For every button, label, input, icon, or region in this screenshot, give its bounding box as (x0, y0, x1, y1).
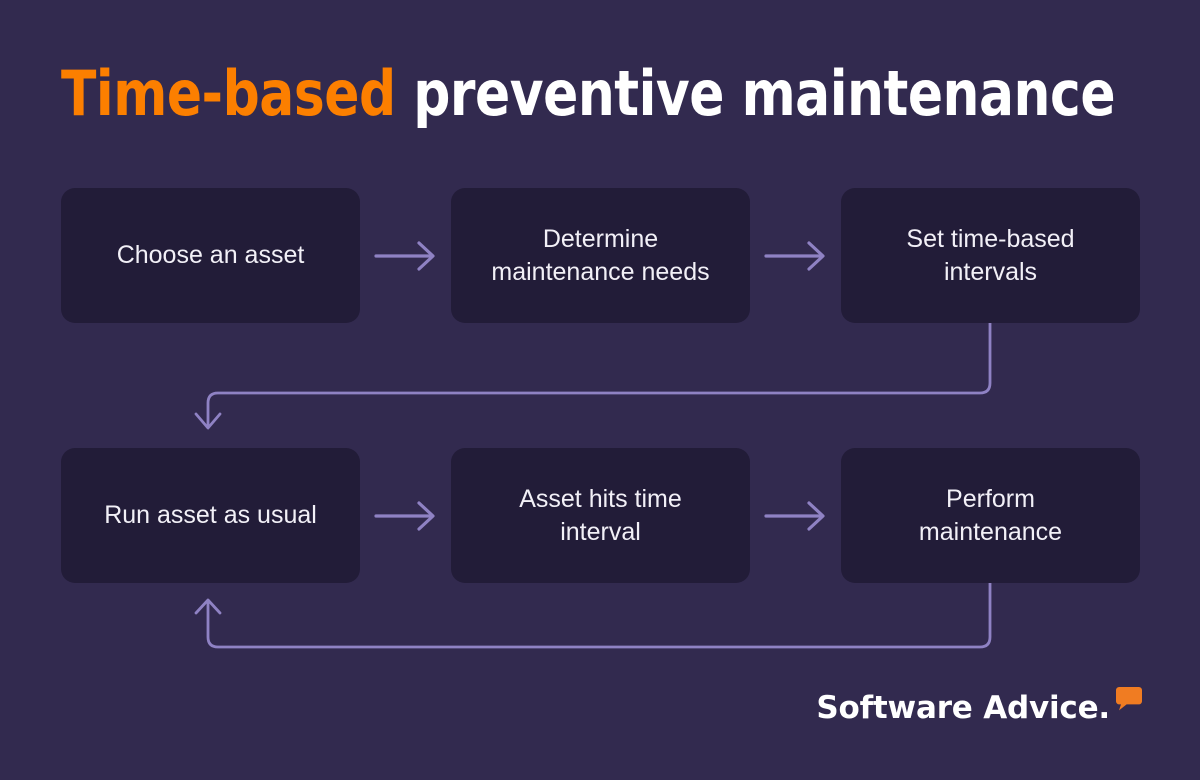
flow-node-label-line-1: Asset hits time (519, 484, 682, 513)
flow-node-label-line-2: maintenance needs (491, 257, 710, 286)
connector-choose-to-determine (374, 241, 435, 271)
flow-node-label-line-1: Perform (946, 484, 1035, 513)
page-title: Time-based preventive maintenance (61, 57, 1116, 131)
flow-node-run-asset-as-usual[interactable]: Run asset as usual (61, 448, 360, 583)
flow-node-label-line-1: Determine (542, 224, 659, 253)
connector-perform-to-run (194, 581, 992, 649)
flow-node-perform-maintenance[interactable]: Perform maintenance (841, 448, 1140, 583)
flow-node-label: Choose an asset (116, 241, 305, 269)
flow-node-label: Run asset as usual (104, 501, 317, 529)
flow-node-label-line-2: maintenance (918, 517, 1063, 546)
flow-node-choose-an-asset[interactable]: Choose an asset (61, 188, 360, 323)
flow-node-label-line-1: Set time-based (906, 224, 1075, 253)
flow-node-set-time-intervals[interactable]: Set time-based intervals (841, 188, 1140, 323)
speech-bubble-icon (1116, 687, 1142, 711)
flow-node-label-line-2: interval (560, 517, 641, 546)
brand-logo: Software Advice. (816, 687, 1142, 725)
page-title-accent: Time-based (61, 57, 396, 130)
connector-hits-to-perform (764, 501, 825, 531)
flow-node-asset-hits-interval[interactable]: Asset hits time interval (451, 448, 750, 583)
brand-logo-text: Software Advice. (816, 690, 1110, 726)
connector-set-to-run (194, 321, 992, 430)
flow-node-label-line-2: intervals (943, 257, 1038, 286)
page-title-rest: preventive maintenance (395, 57, 1116, 130)
connector-determine-to-set (764, 241, 825, 271)
connector-run-to-hits (374, 501, 435, 531)
flow-node-determine-maintenance[interactable]: Determine maintenance needs (451, 188, 750, 323)
